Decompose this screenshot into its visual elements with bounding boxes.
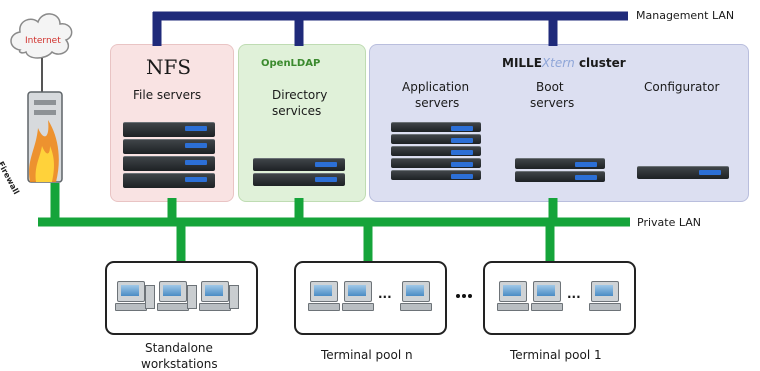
- terminal-icon: [308, 281, 340, 311]
- workstation-icon: [157, 281, 189, 311]
- terminal-icon: [589, 281, 621, 311]
- configurator-server-icon: [637, 166, 729, 181]
- terminal-icon: [342, 281, 374, 311]
- ldap-server-icon: [253, 158, 345, 188]
- workstation-icon: [199, 281, 231, 311]
- cluster-title: MILLEXtern cluster: [502, 56, 626, 70]
- app-servers-line2: servers: [415, 96, 460, 110]
- configurator-label: Configurator: [644, 80, 720, 94]
- workstation-tower-icon: [187, 285, 197, 309]
- standalone-workstations-box: [105, 261, 258, 335]
- firewall-icon: [27, 91, 63, 183]
- app-servers-line1: Application: [402, 80, 470, 94]
- private-lan-line: [38, 183, 630, 262]
- internet-label: Internet: [25, 36, 61, 46]
- management-lan-label: Management LAN: [636, 9, 735, 22]
- ldap-title-line1: Directory: [272, 88, 328, 102]
- cluster-title-prefix: MILLE: [502, 56, 542, 70]
- openldap-logo-text: OpenLDAP: [261, 58, 321, 69]
- openldap-logo: OpenLDAP: [261, 58, 320, 69]
- internet-cloud-icon: [10, 13, 73, 59]
- workstation-tower-icon: [229, 285, 239, 309]
- terminal-icon: [531, 281, 563, 311]
- nfs-title: NFS: [146, 55, 192, 79]
- workstation-icon: [115, 281, 147, 311]
- terminal-pool-n-ellipsis: ...: [378, 287, 392, 301]
- cluster-title-suffix: cluster: [574, 56, 626, 70]
- terminal-pool-n-box: ...: [294, 261, 447, 335]
- boot-servers-line1: Boot: [536, 80, 564, 94]
- terminal-icon: [497, 281, 529, 311]
- terminal-pool-n-label: Terminal pool n: [321, 348, 413, 362]
- standalone-label-line1: Standalone: [145, 341, 213, 355]
- nfs-subtitle: File servers: [133, 88, 202, 102]
- workstation-tower-icon: [145, 285, 155, 309]
- boot-server-icon: [515, 158, 605, 184]
- management-lan-line: [152, 11, 628, 46]
- nfs-server-icon: [123, 122, 215, 190]
- terminal-pool-1-ellipsis: ...: [567, 287, 581, 301]
- ldap-title-line2: services: [272, 104, 322, 118]
- cluster-title-mid: Xtern: [541, 56, 575, 70]
- boot-servers-line2: servers: [530, 96, 575, 110]
- terminal-pool-1-box: ...: [483, 261, 636, 335]
- application-server-rack-icon: [391, 122, 481, 182]
- private-lan-label: Private LAN: [637, 216, 701, 229]
- terminal-icon: [400, 281, 432, 311]
- pool-separator-dots: [456, 294, 472, 298]
- standalone-label-line2: workstations: [141, 357, 218, 371]
- terminal-pool-1-label: Terminal pool 1: [510, 348, 602, 362]
